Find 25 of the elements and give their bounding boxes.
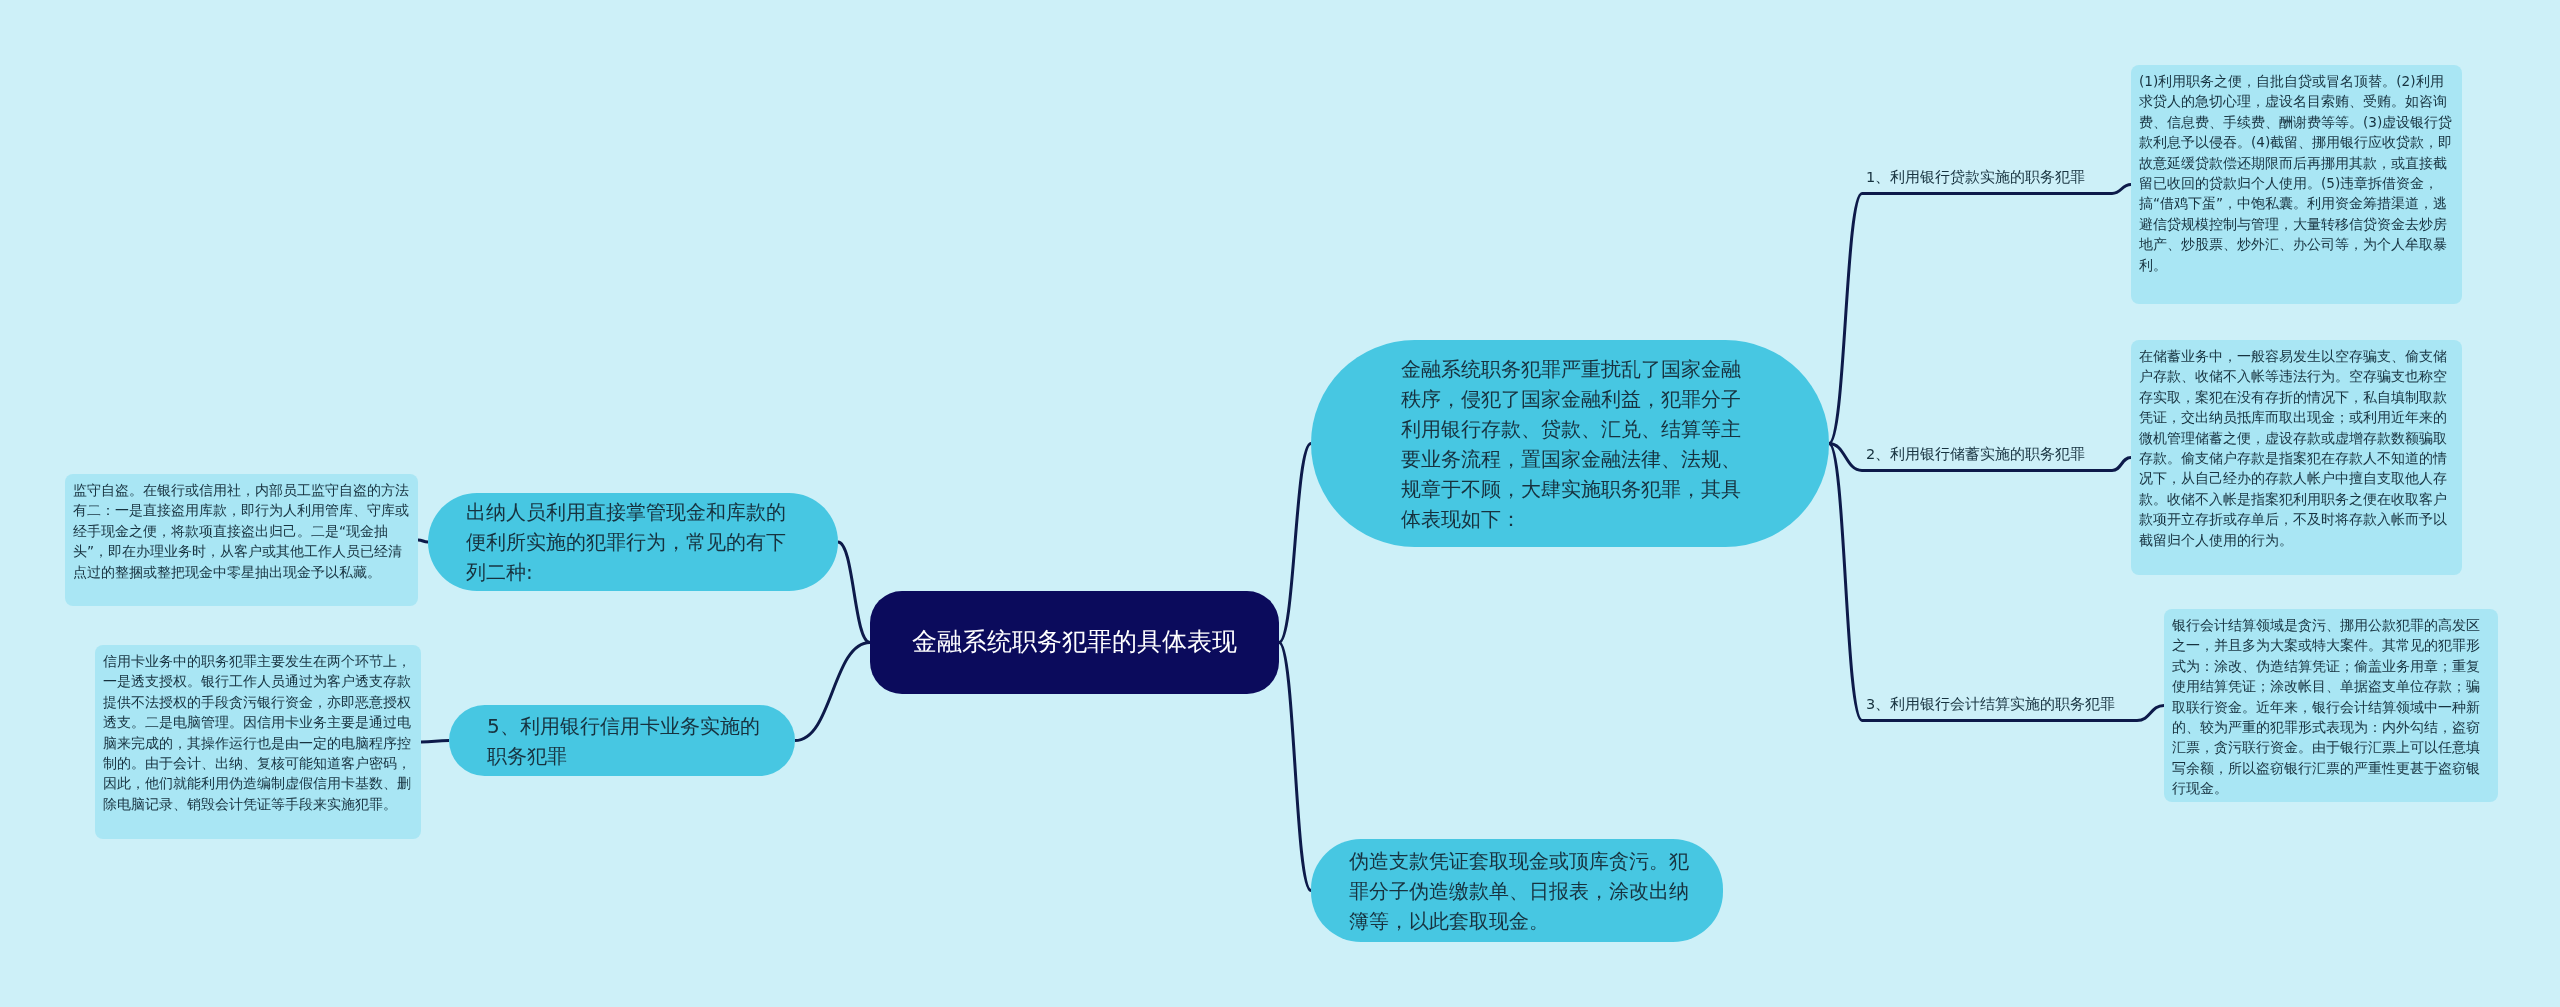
- branch-label: 2、利用银行储蓄实施的职务犯罪: [1862, 445, 2112, 472]
- connector-line: [421, 739, 449, 744]
- connector-line: [1827, 442, 1864, 722]
- connector-line: [2136, 704, 2165, 722]
- text-card: 银行会计结算领域是贪污、挪用公款犯罪的高发区之一，并且多为大案或特大案件。其常见的犯罪形式为：涂改、伪造结算凭证；偷盖业务用章；重复使用结算凭证；涂改帐目、单据盗支单位存款；骗取联行资金。近年来，银行会计结算领域中一种新的、较为严重的犯罪形式表现为：内外勾结，盗窃汇票，贪污联行资金。由于银行汇票上可以任意填写余额，所以盗窃银行汇票的严重性更甚于盗窃银行现金。: [2164, 609, 2498, 802]
- connector-line: [837, 540, 871, 644]
- connector-line: [2111, 456, 2132, 472]
- topic-bubble: 出纳人员利用直接掌管现金和库款的便利所实施的犯罪行为，常见的有下列二种:: [428, 493, 838, 591]
- connector-line: [1827, 192, 1864, 445]
- branch-label: 1、利用银行贷款实施的职务犯罪: [1862, 168, 2112, 195]
- connector-line: [2111, 183, 2132, 195]
- connector-line: [1828, 442, 1863, 472]
- text-card: 信用卡业务中的职务犯罪主要发生在两个环节上，一是透支授权。银行工作人员通过为客户透支存款提供不法授权的手段贪污银行资金，亦即恶意授权透支。二是电脑管理。因信用卡业务主要是通过电脑来完成的，其操作运行也是由一定的电脑程序控制的。由于会计、出纳、复核可能知道客户密码，因此，他们就能利用伪造编制虚假信用卡基数、删除电脑记录、销毁会计凭证等手段来实施犯罪。: [95, 645, 421, 839]
- text-card: (1)利用职务之便，自批自贷或冒名顶替。(2)利用求贷人的急切心理，虚设名目索贿、受贿。如咨询费、信息费、手续费、酬谢费等等。(3)虚设银行贷款利息予以侵吞。(4)截留、挪用银行应收贷款，即故意延缓贷款偿还期限而后再挪用其款，或直接截留已收回的贷款归个人使用。(5)违章拆借资金，搞“借鸡下蛋”，中饱私囊。利用资金筹措渠道，逃避信贷规模控制与管理，大量转移信贷资金去炒房地产、炒股票、炒外汇、办公司等，为个人牟取暴利。: [2131, 65, 2462, 304]
- topic-bubble: 5、利用银行信用卡业务实施的职务犯罪: [449, 705, 795, 776]
- connector-line: [1277, 442, 1313, 644]
- branch-label: 3、利用银行会计结算实施的职务犯罪: [1862, 695, 2137, 722]
- text-card: 在储蓄业务中，一般容易发生以空存骗支、偷支储户存款、收储不入帐等违法行为。空存骗支也称空存实取，案犯在没有存折的情况下，私自填制取款凭证，交出纳员抵库而取出现金；或利用近年来的微机管理储蓄之便，虚设存款或虚增存款数额骗取存款。偷支储户存款是指案犯在存款人不知道的情况下，从自己经办的存款人帐户中擅自支取他人存款。收储不入帐是指案犯利用职务之便在收取客户款项开立存折或存单后，不及时将存款入帐而予以截留归个人使用的行为。: [2131, 340, 2462, 575]
- topic-bubble: 金融系统职务犯罪严重扰乱了国家金融秩序，侵犯了国家金融利益，犯罪分子利用银行存款、贷款、汇兑、结算等主要业务流程，置国家金融法律、法规、规章于不顾，大肆实施职务犯罪，其具体表现如下：: [1311, 340, 1829, 547]
- connector-line: [794, 641, 871, 742]
- connector-line: [1277, 641, 1313, 892]
- topic-bubble: 伪造支款凭证套取现金或顶库贪污。犯罪分子伪造缴款单、日报表，涂改出纳簿等，以此套取现金。: [1311, 839, 1723, 942]
- root-topic: 金融系统职务犯罪的具体表现: [870, 591, 1279, 694]
- connector-line: [417, 538, 429, 544]
- text-card: 监守自盗。在银行或信用社，内部员工监守自盗的方法有二：一是直接盗用库款，即行为人利用管库、守库或经手现金之便，将款项直接盗出归己。二是“现金抽头”，即在办理业务时，从客户或其他工作人员已经清点过的整捆或整把现金中零星抽出现金予以私藏。: [65, 474, 418, 606]
